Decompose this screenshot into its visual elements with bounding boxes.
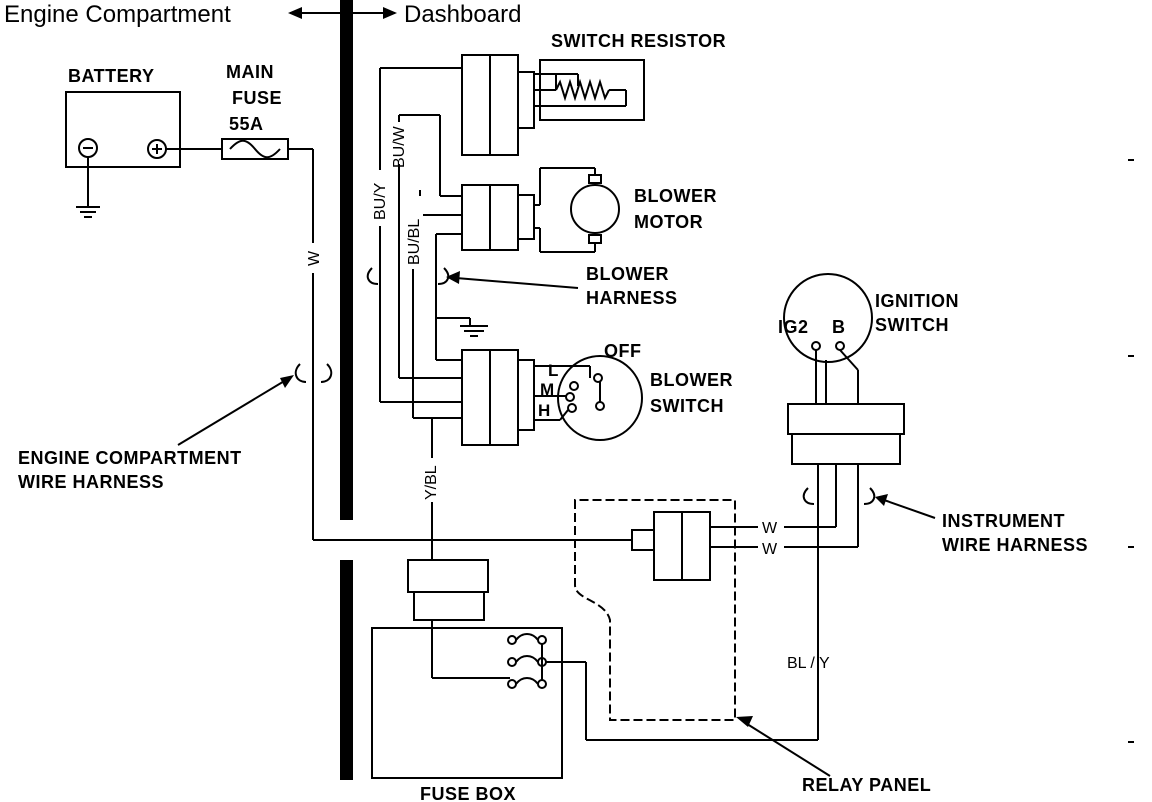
blower-switch-connector-tab <box>517 359 535 431</box>
engine-harness-label-1: ENGINE COMPARTMENT <box>18 448 242 468</box>
ignition-switch-label-1: IGNITION <box>875 291 959 311</box>
ground-symbol-battery <box>76 157 100 218</box>
engine-harness-clamp <box>294 363 333 383</box>
wire-label-y-bl: Y/BL <box>423 465 440 500</box>
wire-label-bu-w: BU/W <box>391 125 408 168</box>
switch-position-m: M <box>540 380 554 399</box>
fuse-box-fuses <box>507 633 547 689</box>
blower-motor-icon <box>534 167 620 253</box>
wire-label-w-battery: W <box>306 250 323 266</box>
wire-label-w-relay-2: W <box>762 541 778 558</box>
blower-motor-label-2: MOTOR <box>634 212 703 232</box>
blower-switch <box>534 355 643 441</box>
instrument-harness-label-2: WIRE HARNESS <box>942 535 1088 555</box>
ig2-terminal <box>811 341 821 351</box>
wire-label-bu-bl: BU/BL <box>406 219 423 265</box>
main-fuse-label-2: FUSE <box>232 88 282 108</box>
ground-symbol-switch <box>435 317 488 340</box>
ignition-terminal-b: B <box>832 317 846 337</box>
fuse-box <box>371 627 563 779</box>
blower-harness-label-1: BLOWER <box>586 264 669 284</box>
blower-switch-label-1: BLOWER <box>650 370 733 390</box>
ignition-connector-top <box>787 403 905 435</box>
engine-harness-label-2: WIRE HARNESS <box>18 472 164 492</box>
resistor-coil-icon <box>534 73 627 107</box>
relay-panel-label: RELAY PANEL <box>802 775 931 795</box>
switch-position-l: L <box>548 361 558 380</box>
switch-position-off: OFF <box>604 341 642 361</box>
blower-motor-label-1: BLOWER <box>634 186 717 206</box>
ignition-terminal-ig2: IG2 <box>778 317 809 337</box>
battery-label: BATTERY <box>68 66 155 86</box>
ignition-connector-bottom <box>791 433 901 465</box>
dashboard-heading: Dashboard <box>404 1 521 28</box>
firewall-lower <box>340 560 353 780</box>
blower-harness-label-2: HARNESS <box>586 288 678 308</box>
instrument-harness-clamp <box>802 487 876 505</box>
wire-label-bl-y: BL / Y <box>787 655 830 672</box>
margin-ticks <box>1128 159 1134 743</box>
blower-motor-connector-tab <box>517 194 535 240</box>
fuse-box-label: FUSE BOX <box>420 784 516 802</box>
instrument-harness-label-1: INSTRUMENT <box>942 511 1065 531</box>
main-fuse-label-1: MAIN <box>226 62 274 82</box>
engine-compartment-heading: Engine Compartment <box>4 1 231 28</box>
wire-label-bu-y: BU/Y <box>372 182 389 220</box>
ignition-switch-label-2: SWITCH <box>875 315 949 335</box>
switch-resistor-label: SWITCH RESISTOR <box>551 31 726 51</box>
blower-switch-label-2: SWITCH <box>650 396 724 416</box>
fuse-box-connector-top <box>407 559 489 593</box>
fuse-box-connector-bottom <box>413 591 485 621</box>
blower-harness-clamp <box>366 267 450 285</box>
relay-pin <box>631 529 655 551</box>
ignition-switch <box>783 273 873 363</box>
fuse-element-icon <box>229 139 281 159</box>
b-terminal <box>835 341 845 351</box>
firewall-upper <box>340 0 353 520</box>
switch-resistor-connector-tab <box>517 71 535 129</box>
relay-panel-outline <box>574 499 736 721</box>
main-fuse-label-3: 55A <box>229 114 264 134</box>
battery <box>65 91 181 168</box>
wire-label-w-relay-1: W <box>762 520 778 537</box>
switch-position-h: H <box>538 401 550 420</box>
